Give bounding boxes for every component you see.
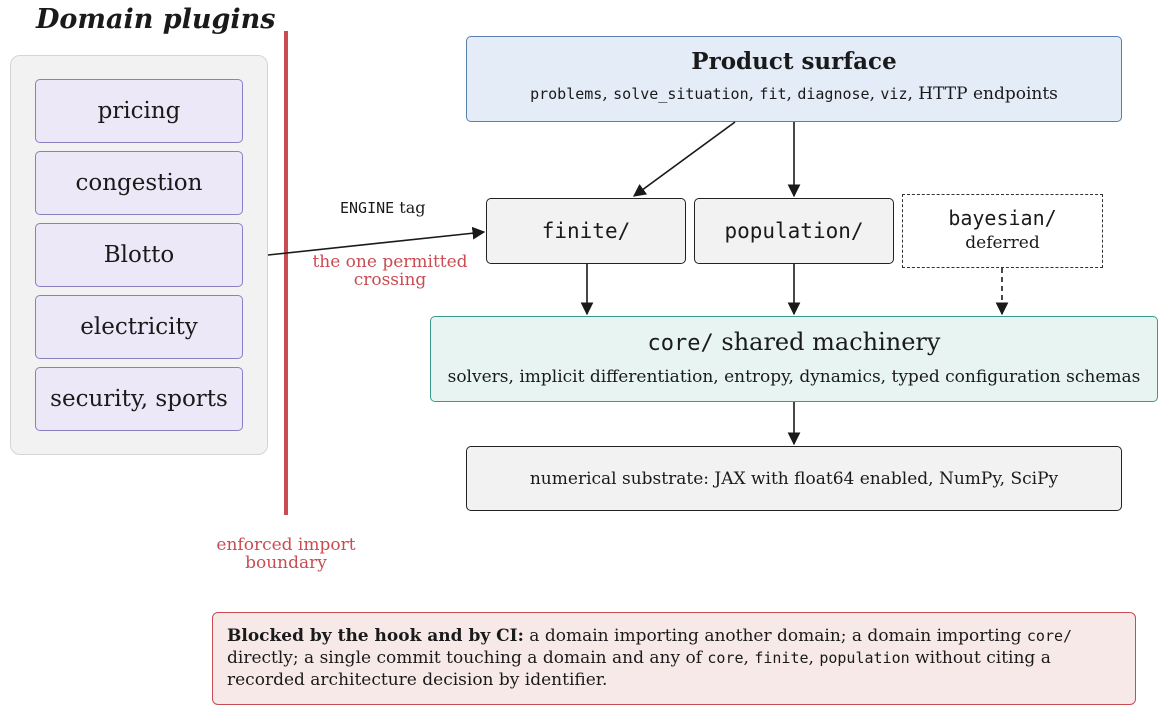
blocked-code: finite (754, 649, 809, 667)
population-module-label: population/ (724, 219, 864, 243)
boundary-label-line2: boundary (245, 553, 327, 573)
core-title-text: shared machinery (713, 328, 941, 356)
api-separator: , (869, 84, 881, 104)
blocked-text: a domain importing another domain; a dom… (523, 626, 1027, 646)
product-surface-box: Product surface problems, solve_situatio… (466, 36, 1122, 122)
plugin-security-sports: security, sports (35, 367, 243, 431)
finite-module-label: finite/ (541, 219, 631, 243)
engine-tag-label: ENGINE tag (340, 198, 425, 217)
plugin-pricing: pricing (35, 79, 243, 143)
blocked-lead: Blocked by the hook and by CI: (227, 626, 524, 646)
population-module-box: population/ (694, 198, 894, 264)
core-title-code: core/ (647, 331, 714, 356)
permitted-crossing-note: the one permitted crossing (300, 253, 480, 289)
numerical-substrate-box: numerical substrate: JAX with float64 en… (466, 446, 1122, 511)
product-surface-title: Product surface (691, 48, 897, 75)
core-title: core/ shared machinery (431, 327, 1157, 359)
permitted-crossing-line2: crossing (353, 270, 427, 290)
bayesian-module-label: bayesian/ (948, 206, 1057, 230)
blocked-text: without citing a recorded architecture d… (227, 648, 1051, 690)
blocked-text: directly; a single commit touching a dom… (227, 648, 708, 668)
blocked-code: core/ (1026, 627, 1073, 645)
api-separator: , (907, 84, 919, 104)
blocked-text: , (808, 648, 820, 668)
permitted-crossing-line1: the one permitted (312, 252, 468, 272)
boundary-label-line1: enforced import (216, 535, 356, 555)
boundary-label: enforced import boundary (196, 536, 376, 572)
blocked-text: , (743, 648, 755, 668)
bayesian-status: deferred (965, 233, 1040, 253)
plugin-electricity: electricity (35, 295, 243, 359)
api-separator: , (602, 84, 614, 104)
arrow-product-to-finite (632, 121, 736, 197)
import-boundary-line (284, 31, 288, 515)
bayesian-module-box: bayesian/ deferred (902, 194, 1103, 268)
api-diagnose: diagnose (797, 85, 870, 103)
api-problems: problems (530, 85, 603, 103)
api-viz: viz (880, 85, 908, 103)
numerical-substrate-label: numerical substrate: JAX with float64 en… (529, 468, 1059, 489)
core-subtitle: solvers, implicit differentiation, entro… (447, 367, 1141, 387)
engine-tag-code: ENGINE (340, 199, 395, 217)
finite-module-box: finite/ (486, 198, 686, 264)
product-surface-subtitle: problems, solve_situation, fit, diagnose… (467, 83, 1121, 105)
api-fit: fit (759, 85, 787, 103)
plugin-congestion: congestion (35, 151, 243, 215)
blocked-code: core (707, 649, 744, 667)
api-separator: , (748, 84, 760, 104)
blocked-rules-note: Blocked by the hook and by CI: a domain … (212, 612, 1136, 705)
blocked-code: population (819, 649, 910, 667)
core-box: core/ shared machinery solvers, implicit… (430, 316, 1158, 402)
api-solve-situation: solve_situation (613, 85, 749, 103)
engine-tag-text: tag (394, 198, 426, 217)
api-separator: , (786, 84, 798, 104)
plugin-blotto: Blotto (35, 223, 243, 287)
api-http-endpoints: HTTP endpoints (918, 84, 1058, 104)
domain-plugins-title: Domain plugins (36, 4, 276, 35)
